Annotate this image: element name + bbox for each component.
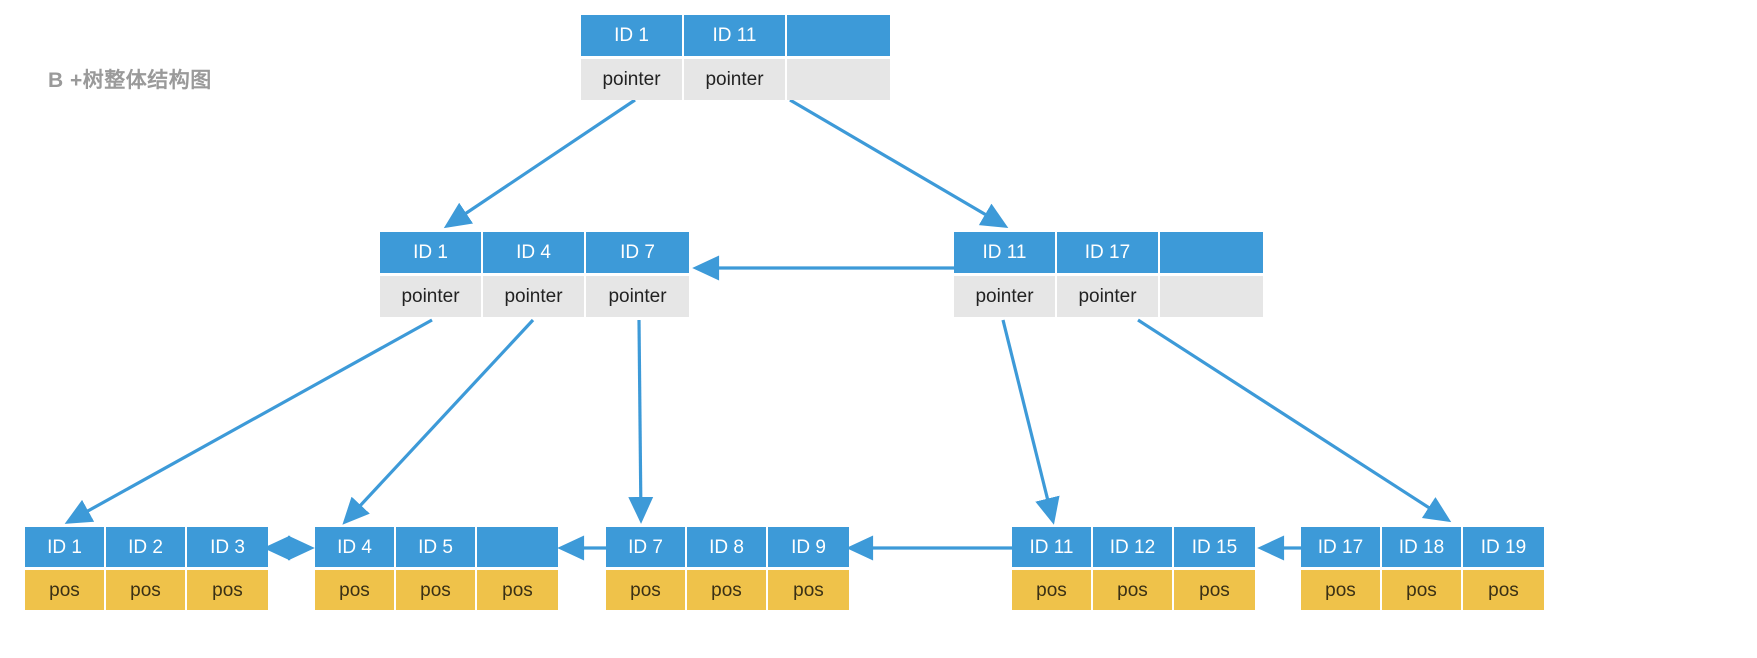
edge-internal-left-to-leaf-1 [64, 318, 433, 524]
leaf-2-pos-cell-3[interactable]: pos [477, 570, 558, 610]
leaf-3-key-row: ID 7 ID 8 ID 9 [606, 527, 849, 567]
root-key-cell-2[interactable]: ID 11 [684, 15, 787, 56]
internal-right-key-cell-1[interactable]: ID 11 [954, 232, 1057, 273]
leaf-3-key-cell-1[interactable]: ID 7 [606, 527, 687, 567]
internal-right-row-divider [954, 273, 1263, 276]
root-pointer-cell-2[interactable]: pointer [684, 59, 787, 100]
root-node[interactable]: ID 1 ID 11 pointer pointer [581, 15, 890, 100]
leaf-2-key-cell-1[interactable]: ID 4 [315, 527, 396, 567]
leaf-node-2[interactable]: ID 4 ID 5 pos pos pos [315, 527, 558, 610]
leaf-4-key-cell-3[interactable]: ID 15 [1174, 527, 1255, 567]
internal-left-pointer-row: pointer pointer pointer [380, 276, 689, 317]
internal-right-pointer-cell-3[interactable] [1160, 276, 1263, 317]
leaf-4-pos-cell-3[interactable]: pos [1174, 570, 1255, 610]
leaf-2-pos-cell-1[interactable]: pos [315, 570, 396, 610]
root-key-cell-1[interactable]: ID 1 [581, 15, 684, 56]
leaf-4-row-divider [1012, 567, 1255, 570]
leaf-3-pos-row: pos pos pos [606, 570, 849, 610]
leaf-node-1[interactable]: ID 1 ID 2 ID 3 pos pos pos [25, 527, 268, 610]
leaf-3-pos-cell-2[interactable]: pos [687, 570, 768, 610]
leaf-3-row-divider [606, 567, 849, 570]
leaf-node-3[interactable]: ID 7 ID 8 ID 9 pos pos pos [606, 527, 849, 610]
leaf-2-key-cell-2[interactable]: ID 5 [396, 527, 477, 567]
leaf-1-pos-cell-1[interactable]: pos [25, 570, 106, 610]
leaf-1-pos-cell-2[interactable]: pos [106, 570, 187, 610]
leaf-5-pos-cell-3[interactable]: pos [1463, 570, 1544, 610]
root-pointer-cell-3[interactable] [787, 59, 890, 100]
leaf-node-4[interactable]: ID 11 ID 12 ID 15 pos pos pos [1012, 527, 1255, 610]
leaf-1-key-cell-3[interactable]: ID 3 [187, 527, 268, 567]
leaf-4-pos-cell-1[interactable]: pos [1012, 570, 1093, 610]
edge-internal-left-to-leaf-2 [342, 318, 535, 525]
leaf-4-pos-row: pos pos pos [1012, 570, 1255, 610]
internal-node-left[interactable]: ID 1 ID 4 ID 7 pointer pointer pointer [380, 232, 689, 317]
leaf-5-pos-cell-1[interactable]: pos [1301, 570, 1382, 610]
internal-left-key-row: ID 1 ID 4 ID 7 [380, 232, 689, 273]
internal-node-right[interactable]: ID 11 ID 17 pointer pointer [954, 232, 1263, 317]
root-pointer-cell-1[interactable]: pointer [581, 59, 684, 100]
internal-right-key-cell-2[interactable]: ID 17 [1057, 232, 1160, 273]
leaf-2-key-cell-3[interactable] [477, 527, 558, 567]
internal-left-row-divider [380, 273, 689, 276]
leaf-1-key-row: ID 1 ID 2 ID 3 [25, 527, 268, 567]
internal-right-pointer-cell-2[interactable]: pointer [1057, 276, 1160, 317]
internal-left-pointer-cell-2[interactable]: pointer [483, 276, 586, 317]
leaf-5-pos-cell-2[interactable]: pos [1382, 570, 1463, 610]
root-key-row: ID 1 ID 11 [581, 15, 890, 56]
page-title: B +树整体结构图 [48, 69, 212, 92]
internal-right-key-row: ID 11 ID 17 [954, 232, 1263, 273]
root-pointer-row: pointer pointer [581, 59, 890, 100]
internal-left-pointer-cell-3[interactable]: pointer [586, 276, 689, 317]
leaf-4-key-row: ID 11 ID 12 ID 15 [1012, 527, 1255, 567]
leaf-5-pos-row: pos pos pos [1301, 570, 1544, 610]
internal-left-key-cell-3[interactable]: ID 7 [586, 232, 689, 273]
leaf-3-key-cell-2[interactable]: ID 8 [687, 527, 768, 567]
leaf-4-key-cell-1[interactable]: ID 11 [1012, 527, 1093, 567]
edge-root-to-internal-right [789, 98, 1009, 228]
edge-internal-left-to-leaf-3 [628, 319, 654, 524]
leaf-3-pos-cell-1[interactable]: pos [606, 570, 687, 610]
internal-right-pointer-cell-1[interactable]: pointer [954, 276, 1057, 317]
edge-internal-right-to-leaf-4 [1001, 319, 1060, 525]
internal-left-pointer-cell-1[interactable]: pointer [380, 276, 483, 317]
leaf-node-5[interactable]: ID 17 ID 18 ID 19 pos pos pos [1301, 527, 1544, 610]
internal-left-key-cell-2[interactable]: ID 4 [483, 232, 586, 273]
leaf-1-key-cell-2[interactable]: ID 2 [106, 527, 187, 567]
edge-root-to-internal-left [443, 98, 636, 229]
leaf-1-pos-row: pos pos pos [25, 570, 268, 610]
leaf-5-key-cell-3[interactable]: ID 19 [1463, 527, 1544, 567]
leaf-1-key-cell-1[interactable]: ID 1 [25, 527, 106, 567]
root-row-divider [581, 56, 890, 59]
leaf-1-row-divider [25, 567, 268, 570]
internal-right-key-cell-3[interactable] [1160, 232, 1263, 273]
internal-left-key-cell-1[interactable]: ID 1 [380, 232, 483, 273]
leaf-3-pos-cell-3[interactable]: pos [768, 570, 849, 610]
leaf-5-row-divider [1301, 567, 1544, 570]
leaf-2-row-divider [315, 567, 558, 570]
leaf-2-pos-cell-2[interactable]: pos [396, 570, 477, 610]
leaf-1-pos-cell-3[interactable]: pos [187, 570, 268, 610]
leaf-2-key-row: ID 4 ID 5 [315, 527, 558, 567]
internal-right-pointer-row: pointer pointer [954, 276, 1263, 317]
leaf-4-pos-cell-2[interactable]: pos [1093, 570, 1174, 610]
leaf-5-key-row: ID 17 ID 18 ID 19 [1301, 527, 1544, 567]
leaf-4-key-cell-2[interactable]: ID 12 [1093, 527, 1174, 567]
edge-internal-right-to-leaf-5 [1137, 318, 1452, 523]
leaf-3-key-cell-3[interactable]: ID 9 [768, 527, 849, 567]
leaf-2-pos-row: pos pos pos [315, 570, 558, 610]
root-key-cell-3[interactable] [787, 15, 890, 56]
leaf-5-key-cell-2[interactable]: ID 18 [1382, 527, 1463, 567]
leaf-5-key-cell-1[interactable]: ID 17 [1301, 527, 1382, 567]
